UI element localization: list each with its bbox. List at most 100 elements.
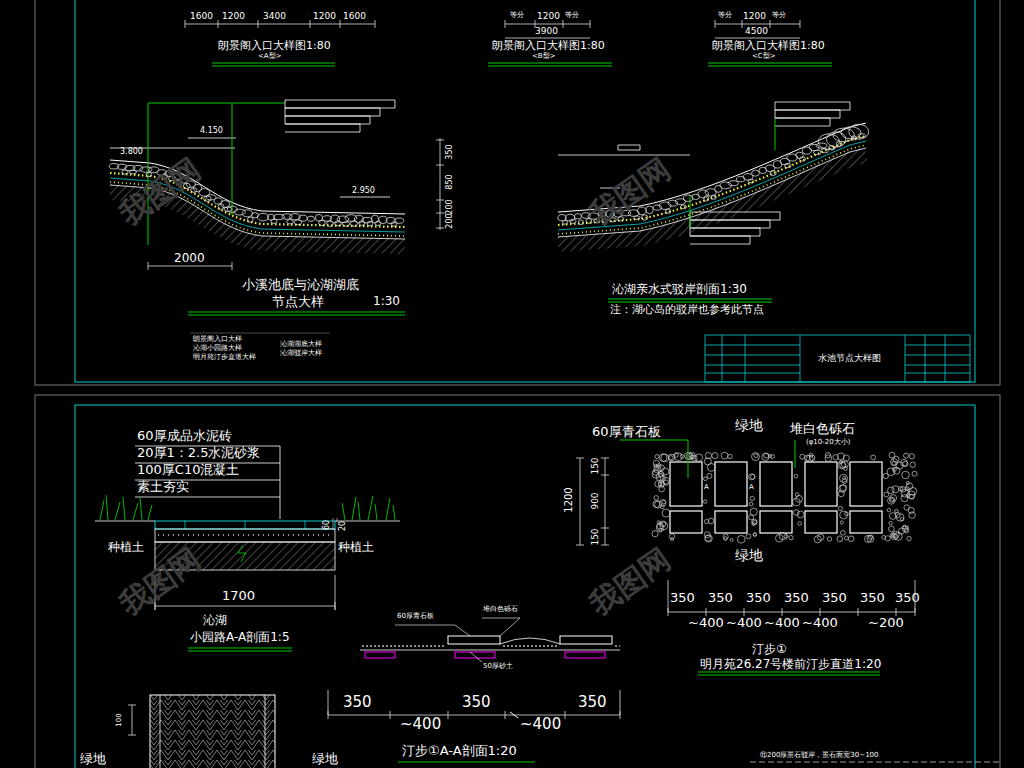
note-text: 沁湖驳岸大样 xyxy=(280,350,322,358)
index-list-lines xyxy=(190,333,330,334)
gravel-pebble xyxy=(749,474,755,480)
lake-bottom-section xyxy=(340,197,390,198)
note-text: 绿地 xyxy=(80,752,106,766)
stepping-stone-section xyxy=(360,650,620,651)
path-section xyxy=(155,529,335,542)
drawing-frame xyxy=(75,405,975,768)
note-text: 明月苑汀步直道大样 xyxy=(193,354,256,362)
note-text: 素土夯实 xyxy=(137,480,189,494)
dimension-text: 1200 xyxy=(563,487,574,512)
gravel-pebble xyxy=(814,536,821,543)
note-text: 60厚成品水泥砖 xyxy=(137,429,232,443)
gravel-pebble xyxy=(893,456,899,462)
dimension-text: ~400 xyxy=(520,716,561,733)
gravel-pebble xyxy=(902,526,908,532)
drawing-title: 汀步① xyxy=(752,643,787,656)
dimension-text: ~400 xyxy=(764,616,800,630)
drawing-frame xyxy=(35,0,1000,768)
boulder-stone xyxy=(335,221,341,226)
boulder-stone xyxy=(578,220,583,225)
boulder-stone xyxy=(833,128,855,142)
gravel-pebble xyxy=(889,513,896,520)
gravel-pebble xyxy=(840,474,848,482)
boulder-stone xyxy=(558,215,566,221)
gravel-pebble xyxy=(753,533,756,536)
drawing-title: 节点大样 xyxy=(272,295,324,309)
dimension-text: 1700 xyxy=(222,589,255,603)
dimension-text: 350 xyxy=(446,144,455,159)
gravel-pebble xyxy=(730,538,733,541)
gravel-pebble xyxy=(825,455,832,462)
boulder-stone xyxy=(814,150,821,154)
boulder-stone xyxy=(858,134,866,138)
note-text: 注：湖心岛的驳岸也参考此节点 xyxy=(610,304,764,316)
stepping-stone-plan xyxy=(715,462,747,506)
gravel-pebble xyxy=(890,495,897,502)
path-section xyxy=(185,521,305,529)
gravel-pebble xyxy=(905,487,909,491)
revetment-section xyxy=(558,102,866,244)
stepping-stone-plan xyxy=(805,511,837,533)
dimension-text: 1200 xyxy=(537,12,560,22)
herringbone-plan xyxy=(128,705,136,735)
title-underline xyxy=(608,299,772,302)
gravel-pebble xyxy=(661,454,669,462)
boulder-stone xyxy=(133,165,142,171)
gravel-pebble xyxy=(749,502,753,506)
stepping-stone-section xyxy=(565,652,605,658)
note-text: 水池节点大样图 xyxy=(818,354,881,364)
gravel-pebble xyxy=(909,494,914,499)
stepping-stone-section xyxy=(560,636,612,644)
gravel-pebble xyxy=(752,520,756,524)
gravel-pebble xyxy=(728,454,732,458)
boulder-stone xyxy=(227,206,237,212)
note-text: 沁湖湖底大样 xyxy=(280,341,322,349)
gravel-pebble xyxy=(909,454,914,459)
gravel-pebble xyxy=(652,531,658,537)
boulder-stone xyxy=(299,215,307,221)
boulder-stone xyxy=(642,215,648,220)
gravel-pebble xyxy=(669,456,673,460)
path-section xyxy=(155,521,335,529)
drawing-title: 沁湖 xyxy=(203,614,227,627)
boulder-stone xyxy=(582,213,591,219)
gravel-pebble xyxy=(865,535,872,542)
boulder-stone xyxy=(802,147,811,154)
path-section xyxy=(333,518,337,530)
gravel-pebble xyxy=(707,473,712,478)
boulder-stone xyxy=(728,181,739,186)
dimension-text: 350 xyxy=(822,591,847,605)
boulder-stone xyxy=(327,221,333,226)
gravel-pebble xyxy=(896,462,903,469)
gravel-pebble xyxy=(906,481,909,484)
dimension-text: 4.150 xyxy=(200,127,223,136)
stepping-stone-section xyxy=(395,618,520,662)
gravel-pebble xyxy=(789,535,793,539)
gravel-pebble xyxy=(724,537,728,541)
stepping-stone-plan xyxy=(760,511,792,533)
boulder-stone xyxy=(646,206,653,214)
boulder-stone xyxy=(342,222,349,226)
gravel-pebble xyxy=(885,536,890,541)
dimension-text: 350 xyxy=(895,591,920,605)
top-dimension-lines xyxy=(505,20,590,38)
drawing-title: 朗景阁入口大样图1:80 xyxy=(492,40,605,52)
gravel-pebble xyxy=(750,496,754,500)
gravel-pebble xyxy=(659,486,665,492)
gravel-pebble xyxy=(795,493,799,497)
dimension-text: 3400 xyxy=(263,12,286,22)
boulder-stone xyxy=(586,219,592,224)
boulder-stone xyxy=(234,209,245,215)
drawing-frame xyxy=(35,395,1000,768)
stepping-stone-plan xyxy=(668,580,915,616)
dimension-text: 150 xyxy=(591,528,601,545)
gravel-pebble xyxy=(793,510,799,516)
boulder-stone xyxy=(770,170,776,175)
boulder-stone xyxy=(698,190,708,198)
boulder-stone xyxy=(257,213,268,221)
gravel-pebble xyxy=(848,536,854,542)
stepping-stone-section xyxy=(448,636,500,644)
title-underline xyxy=(488,63,612,66)
gravel-pebble xyxy=(779,532,786,539)
